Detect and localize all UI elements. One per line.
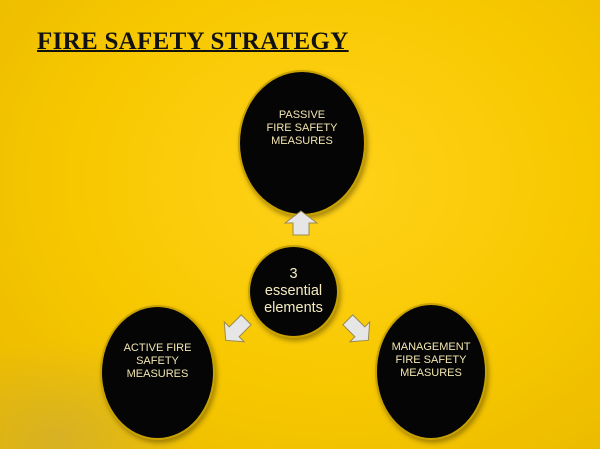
center-text: 3 xyxy=(289,266,298,282)
arrow-down-left-icon xyxy=(223,314,252,343)
node-text: MEASURES xyxy=(126,368,189,380)
node-text: ACTIVE FIRE xyxy=(123,342,192,354)
center-text: essential xyxy=(264,283,323,299)
slide-title: FIRE SAFETY STRATEGY xyxy=(37,28,349,55)
center-text: elements xyxy=(264,300,323,316)
node-text: FIRE SAFETY xyxy=(395,354,467,366)
arrow-down-right-icon xyxy=(342,314,371,343)
node-text: SAFETY xyxy=(136,355,179,367)
node-text: FIRE SAFETY xyxy=(266,121,338,134)
node-text: PASSIVE xyxy=(278,108,326,121)
node-text: MANAGEMENT xyxy=(391,341,471,353)
node-text: MEASURES xyxy=(271,134,333,147)
arrow-up-icon xyxy=(283,210,319,236)
node-text: MEASURES xyxy=(400,367,462,379)
